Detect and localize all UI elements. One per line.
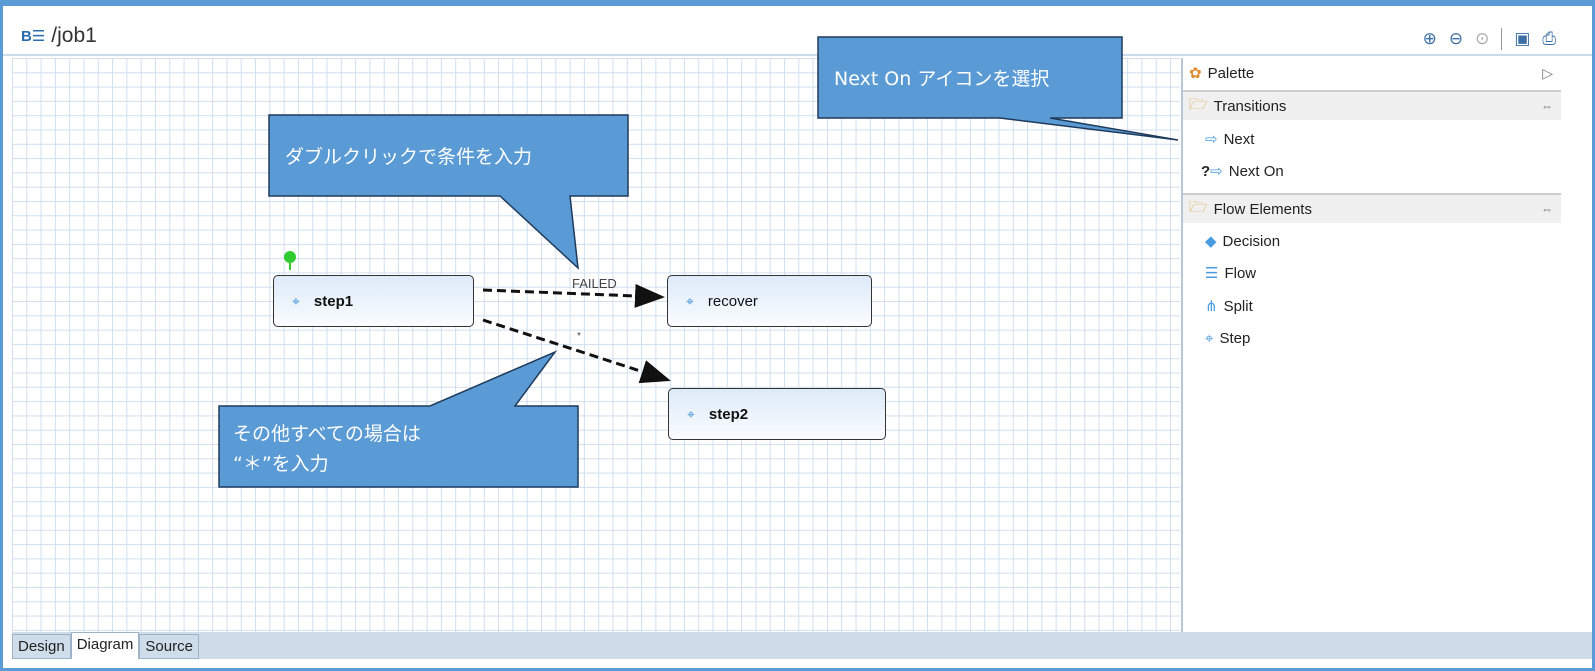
item-label: Decision — [1222, 232, 1281, 250]
transition-failed[interactable] — [482, 283, 665, 308]
diagram-canvas[interactable]: ⌖ step1 ⌖ recover ⌖ step2 FAILED * — [12, 58, 1180, 632]
group-transitions[interactable]: 🗁 Transitions ⇔ — [1183, 90, 1561, 120]
node-step1[interactable]: ⌖ step1 — [273, 275, 474, 327]
item-label: Step — [1219, 329, 1251, 347]
print-icon[interactable]: ⎙ — [1542, 29, 1556, 48]
palette-icon: ✿ — [1189, 65, 1202, 82]
batch-job-icon: B☰ — [21, 28, 46, 45]
palette-item-step[interactable]: ⌖ Step — [1183, 322, 1561, 354]
tab-design[interactable]: Design — [12, 634, 71, 659]
diamond-icon: ◆ — [1205, 233, 1217, 250]
palette-item-split[interactable]: ⋔ Split — [1183, 290, 1561, 322]
pin-icon[interactable]: ⇔ — [1541, 202, 1553, 216]
palette-title: Palette — [1207, 64, 1255, 82]
node-recover[interactable]: ⌖ recover — [667, 275, 872, 327]
step-icon: ⌖ — [1205, 329, 1214, 347]
palette-item-next[interactable]: ⇨ Next — [1183, 123, 1561, 155]
item-label: Flow — [1224, 264, 1257, 282]
transition-label-star[interactable]: * — [577, 331, 581, 342]
split-icon: ⋔ — [1205, 298, 1218, 315]
arrow-right-icon: ⇨ — [1205, 131, 1218, 148]
callout-text: Next On アイコンを選択 — [834, 68, 1050, 90]
callout-next-on — [817, 36, 1179, 141]
palette-item-flow[interactable]: ☰ Flow — [1183, 257, 1561, 289]
tab-diagram[interactable]: Diagram — [70, 632, 140, 659]
palette-item-decision[interactable]: ◆ Decision — [1183, 225, 1561, 257]
editor-tabs: Design Diagram Source — [12, 632, 1592, 659]
item-label: Next On — [1228, 162, 1284, 180]
collapse-palette-icon[interactable]: ▷ — [1542, 64, 1553, 81]
step-icon: ⌖ — [687, 405, 695, 422]
tab-source[interactable]: Source — [139, 634, 199, 659]
node-label: step1 — [313, 292, 354, 310]
callout-text: “＊”を入力 — [233, 453, 329, 475]
transition-star[interactable] — [482, 318, 671, 384]
question-arrow-icon: ?⇨ — [1201, 163, 1223, 180]
group-label: Flow Elements — [1213, 200, 1312, 218]
palette: ✿ Palette ▷ 🗁 Transitions ⇔ ⇨ Next ?⇨ Next… — [1181, 58, 1561, 632]
editor-header: B☰ /job1 ⊕ ⊖ ⊙ ▣ ⎙ — [3, 6, 1592, 56]
group-label: Transitions — [1213, 97, 1287, 115]
toolbar: ⊕ ⊖ ⊙ ▣ ⎙ — [1423, 28, 1556, 50]
callout-double-click — [268, 114, 629, 270]
zoom-out-icon[interactable]: ⊖ — [1448, 29, 1464, 48]
callout-text: その他すべての場合は — [233, 423, 421, 445]
node-step2[interactable]: ⌖ step2 — [668, 388, 886, 440]
step-icon: ⌖ — [292, 292, 300, 309]
node-label: recover — [707, 292, 758, 310]
group-flow-elements[interactable]: 🗁 Flow Elements ⇔ — [1183, 193, 1561, 223]
start-marker — [284, 251, 296, 263]
item-label: Split — [1223, 297, 1253, 315]
callout-text: ダブルクリックで条件を入力 — [285, 146, 533, 168]
zoom-fit-icon[interactable]: ⊙ — [1475, 29, 1490, 48]
zoom-in-icon[interactable]: ⊕ — [1422, 29, 1437, 48]
callout-others — [218, 350, 579, 488]
step-icon: ⌖ — [686, 292, 694, 309]
folder-icon: 🗁 — [1189, 198, 1208, 216]
palette-item-next-on[interactable]: ?⇨ Next On — [1183, 155, 1561, 187]
editor-title-text: /job1 — [51, 24, 97, 47]
flow-icon: ☰ — [1205, 265, 1219, 282]
node-label: step2 — [708, 405, 749, 423]
save-image-icon[interactable]: ▣ — [1514, 29, 1531, 48]
editor-title: B☰ /job1 — [21, 24, 97, 48]
palette-header[interactable]: ✿ Palette ▷ — [1183, 58, 1561, 88]
toolbar-separator — [1501, 28, 1503, 50]
transition-label-failed[interactable]: FAILED — [572, 276, 617, 291]
folder-icon: 🗁 — [1189, 95, 1208, 113]
item-label: Next — [1223, 130, 1255, 148]
pin-icon[interactable]: ⇔ — [1541, 99, 1553, 113]
